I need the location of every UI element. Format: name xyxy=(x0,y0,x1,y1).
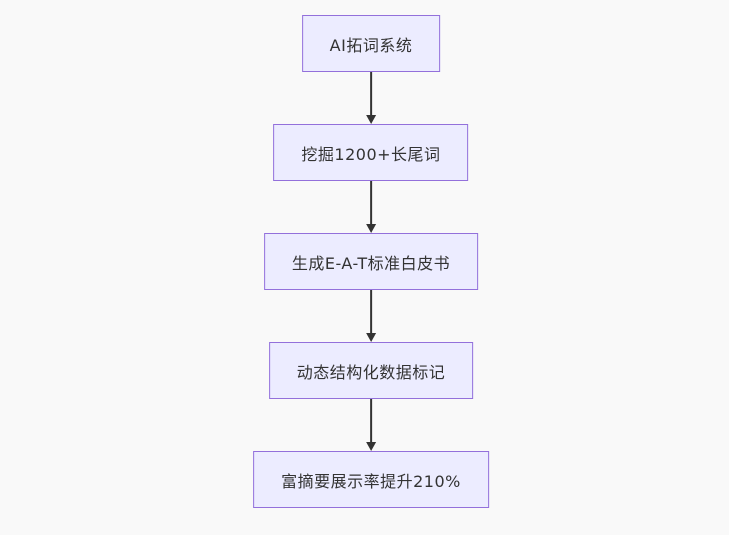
flow-edge-1 xyxy=(365,72,377,124)
arrow-line xyxy=(370,290,372,333)
arrow-line xyxy=(370,181,372,224)
flow-node-ai-keyword-system: AI拓词系统 xyxy=(301,15,441,72)
flow-node-eat-whitepaper: 生成E-A-T标准白皮书 xyxy=(263,233,479,290)
flow-edge-3 xyxy=(365,290,377,342)
arrow-line xyxy=(370,72,372,115)
flow-node-rich-snippet-result: 富摘要展示率提升210% xyxy=(253,451,489,508)
flow-edge-2 xyxy=(365,181,377,233)
flow-node-structured-data-markup: 动态结构化数据标记 xyxy=(268,342,474,399)
flowchart: AI拓词系统 挖掘1200+长尾词 生成E-A-T标准白皮书 动态结构化数据标记 xyxy=(253,15,489,508)
node-label: 富摘要展示率提升210% xyxy=(281,471,461,491)
flow-edge-4 xyxy=(365,399,377,451)
node-label: AI拓词系统 xyxy=(329,35,413,55)
arrow-down-icon xyxy=(366,224,376,233)
node-label: 生成E-A-T标准白皮书 xyxy=(291,253,451,273)
arrow-down-icon xyxy=(366,333,376,342)
arrow-down-icon xyxy=(366,115,376,124)
node-label: 挖掘1200+长尾词 xyxy=(301,144,441,164)
arrow-down-icon xyxy=(366,442,376,451)
node-label: 动态结构化数据标记 xyxy=(296,362,446,382)
arrow-line xyxy=(370,399,372,442)
flow-node-longtail-mining: 挖掘1200+长尾词 xyxy=(273,124,469,181)
